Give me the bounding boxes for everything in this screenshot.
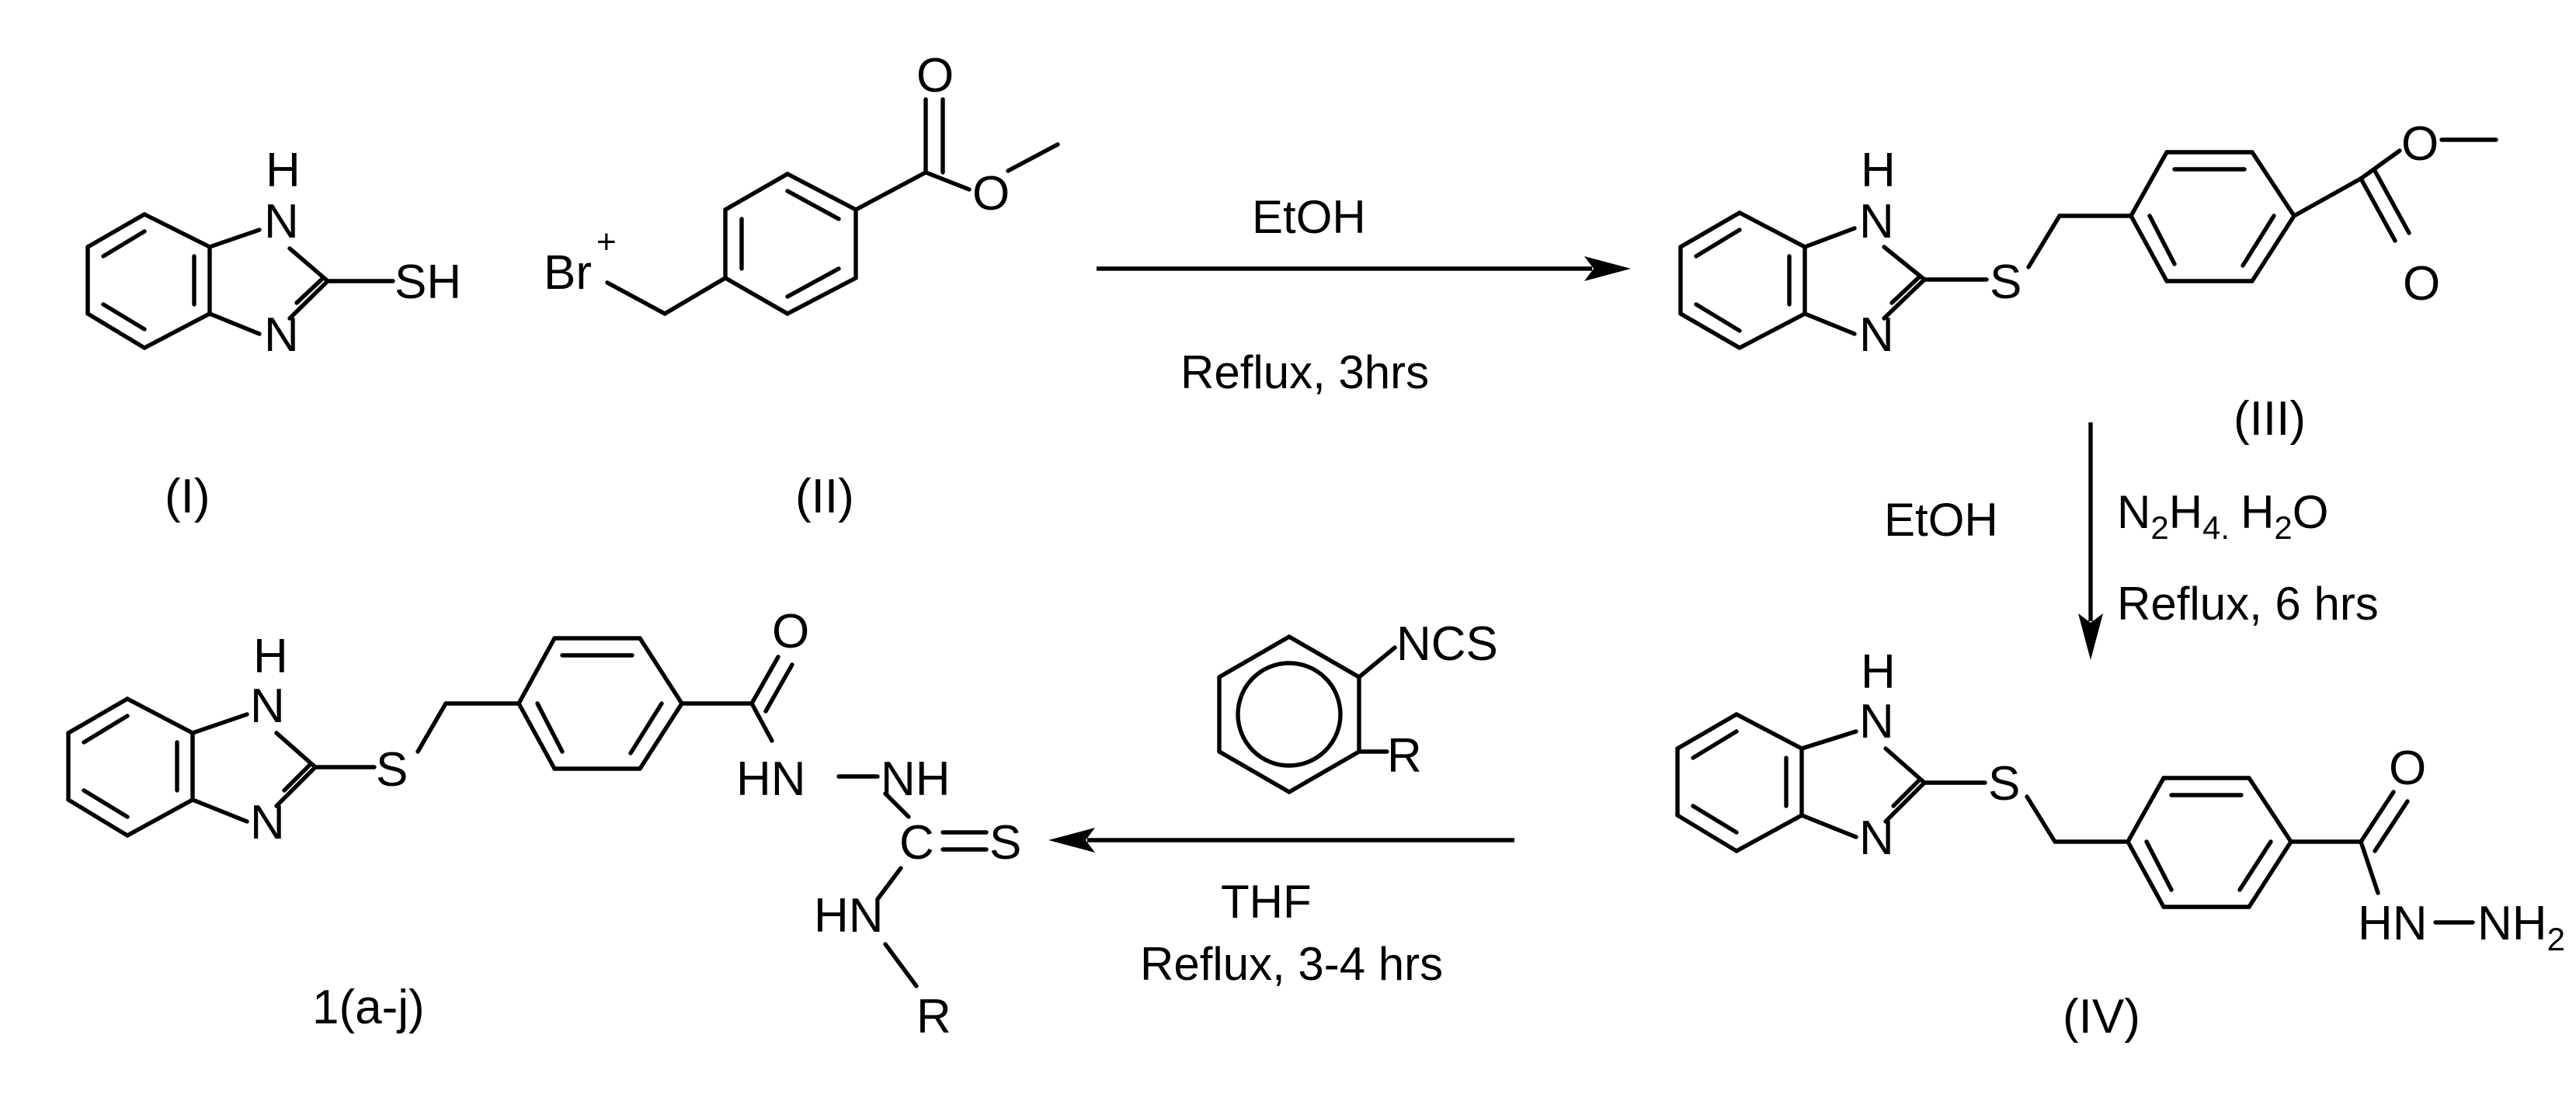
atom-C: C [899,816,934,870]
atom-N: N [250,796,285,849]
atom-O: O [772,605,809,658]
reaction-arrow-step1: EtOH Reflux, 3hrs [1097,191,1631,398]
benzene-ring [516,636,684,771]
condition-reflux: Reflux, 3-4 hrs [1140,938,1443,990]
reaction-arrow-step2: EtOH N2H4.H2O Reflux, 6 hrs [1884,422,2379,660]
compound-label-II: (II) [795,470,854,523]
atom-HN: HN [736,752,806,806]
atom-R: R [1387,729,1422,783]
compound-label-IV: (IV) [2063,990,2140,1044]
atom-O: O [916,49,954,102]
atom-NH: NH [881,752,951,806]
atom-HN: HN [814,889,884,943]
aryl-isothiocyanate-reagent [1217,634,1397,794]
benzene-ring [1675,712,1804,853]
atom-HN: HN [2358,897,2428,950]
imidazole-ring [190,712,377,824]
atom-N: N [250,679,285,733]
condition-reflux: Reflux, 6 hrs [2117,578,2379,630]
imidazole-ring [1803,226,1989,336]
atom-N: N [1859,695,1894,749]
atom-S: S [376,743,408,797]
compound-II: Br + O O (II) [544,49,1060,523]
atom-N: N [1859,195,1894,248]
benzene-ring [66,696,195,838]
reagent-hydrazine: N2H4.H2O [2117,486,2328,546]
benzene-ring [2126,776,2293,909]
compound-label-product: 1(a-j) [312,981,425,1034]
atom-O: O [2403,257,2440,311]
atom-Br: Br [544,246,592,300]
atom-S: S [1988,757,2020,811]
atom-H: H [1861,144,1896,197]
atom-S: S [989,816,1021,870]
benzene-ring [2129,150,2296,283]
atom-H: H [253,630,288,683]
imidazole-ring [1799,729,1987,839]
atom-N: N [1859,811,1894,865]
atom-NCS: NCS [1396,617,1498,671]
product-compound: H N N S O HN NH C S HN R 1(a-j) [66,605,1021,1044]
atom-O: O [972,167,1010,221]
atom-S: S [1990,255,2022,309]
compound-III: H N N S O O (III) [1678,117,2498,446]
atom-N: N [264,308,299,362]
atom-N: N [264,195,299,248]
compound-IV: H N N S O HN NH2 (IV) [1675,645,2565,1044]
atom-H: H [266,144,301,197]
atom-NH2: NH2 [2477,897,2565,957]
atom-SH: SH [395,255,461,309]
condition-solvent: EtOH [1884,494,1998,546]
condition-solvent: EtOH [1252,191,1366,243]
reaction-arrow-step3: NCS R THF Reflux, 3-4 hrs [1048,617,1514,990]
atom-R: R [916,990,951,1044]
atom-O: O [2401,117,2439,171]
compound-label-III: (III) [2234,392,2306,446]
charge-plus: + [596,223,617,261]
benzene-ring [1678,210,1807,350]
condition-reflux: Reflux, 3hrs [1180,346,1429,398]
benzene-ring [85,212,212,350]
atom-O: O [2389,742,2426,795]
condition-solvent: THF [1221,876,1312,928]
compound-label-I: (I) [165,470,210,523]
benzene-ring [605,172,858,316]
compound-I: H N N SH (I) [85,144,461,523]
atom-H: H [1861,645,1896,699]
imidazole-ring [207,228,395,336]
atom-N: N [1859,308,1894,362]
